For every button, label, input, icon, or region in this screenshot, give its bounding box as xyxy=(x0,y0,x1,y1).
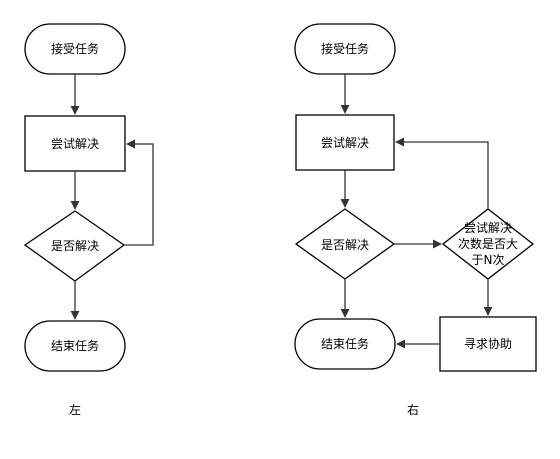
right-attempt-node: 尝试解决 xyxy=(295,114,395,171)
left-arrow-decision-loop-back xyxy=(124,139,154,246)
left-attempt-node: 尝试解决 xyxy=(24,115,126,172)
right-check-node: 尝试解决 次数是否大 于N次 xyxy=(441,208,535,280)
right-check-label-line-2: 次数是否大 xyxy=(458,236,518,251)
right-start-node: 接受任务 xyxy=(294,23,396,75)
left-flowchart: 接受任务 尝试解决 是否解决 结束任务 左 xyxy=(23,23,154,417)
left-start-label: 接受任务 xyxy=(51,41,99,56)
right-help-node: 寻求协助 xyxy=(439,316,537,372)
left-decision-node: 是否解决 xyxy=(23,210,126,282)
left-end-label: 结束任务 xyxy=(51,338,99,353)
left-attempt-label: 尝试解决 xyxy=(51,136,99,151)
right-attempt-label: 尝试解决 xyxy=(321,135,369,150)
left-caption: 左 xyxy=(69,402,81,417)
right-end-node: 结束任务 xyxy=(294,318,396,370)
right-decision-label: 是否解决 xyxy=(321,238,369,252)
right-help-label: 寻求协助 xyxy=(464,336,512,351)
left-start-node: 接受任务 xyxy=(24,23,126,75)
right-check-label-line-1: 尝试解决 xyxy=(464,220,512,235)
right-start-label: 接受任务 xyxy=(321,41,369,56)
right-decision-node: 是否解决 xyxy=(294,208,396,280)
right-check-label-line-3: 于N次 xyxy=(472,253,505,267)
right-caption: 右 xyxy=(407,402,419,417)
left-decision-label: 是否解决 xyxy=(51,239,99,253)
right-arrow-check-loop-back xyxy=(395,137,489,209)
right-flowchart: 接受任务 尝试解决 是否解决 尝试解决 次数是否大 于N次 寻求协助 结束任务 xyxy=(294,23,537,417)
left-end-node: 结束任务 xyxy=(24,320,126,372)
right-end-label: 结束任务 xyxy=(321,336,369,351)
